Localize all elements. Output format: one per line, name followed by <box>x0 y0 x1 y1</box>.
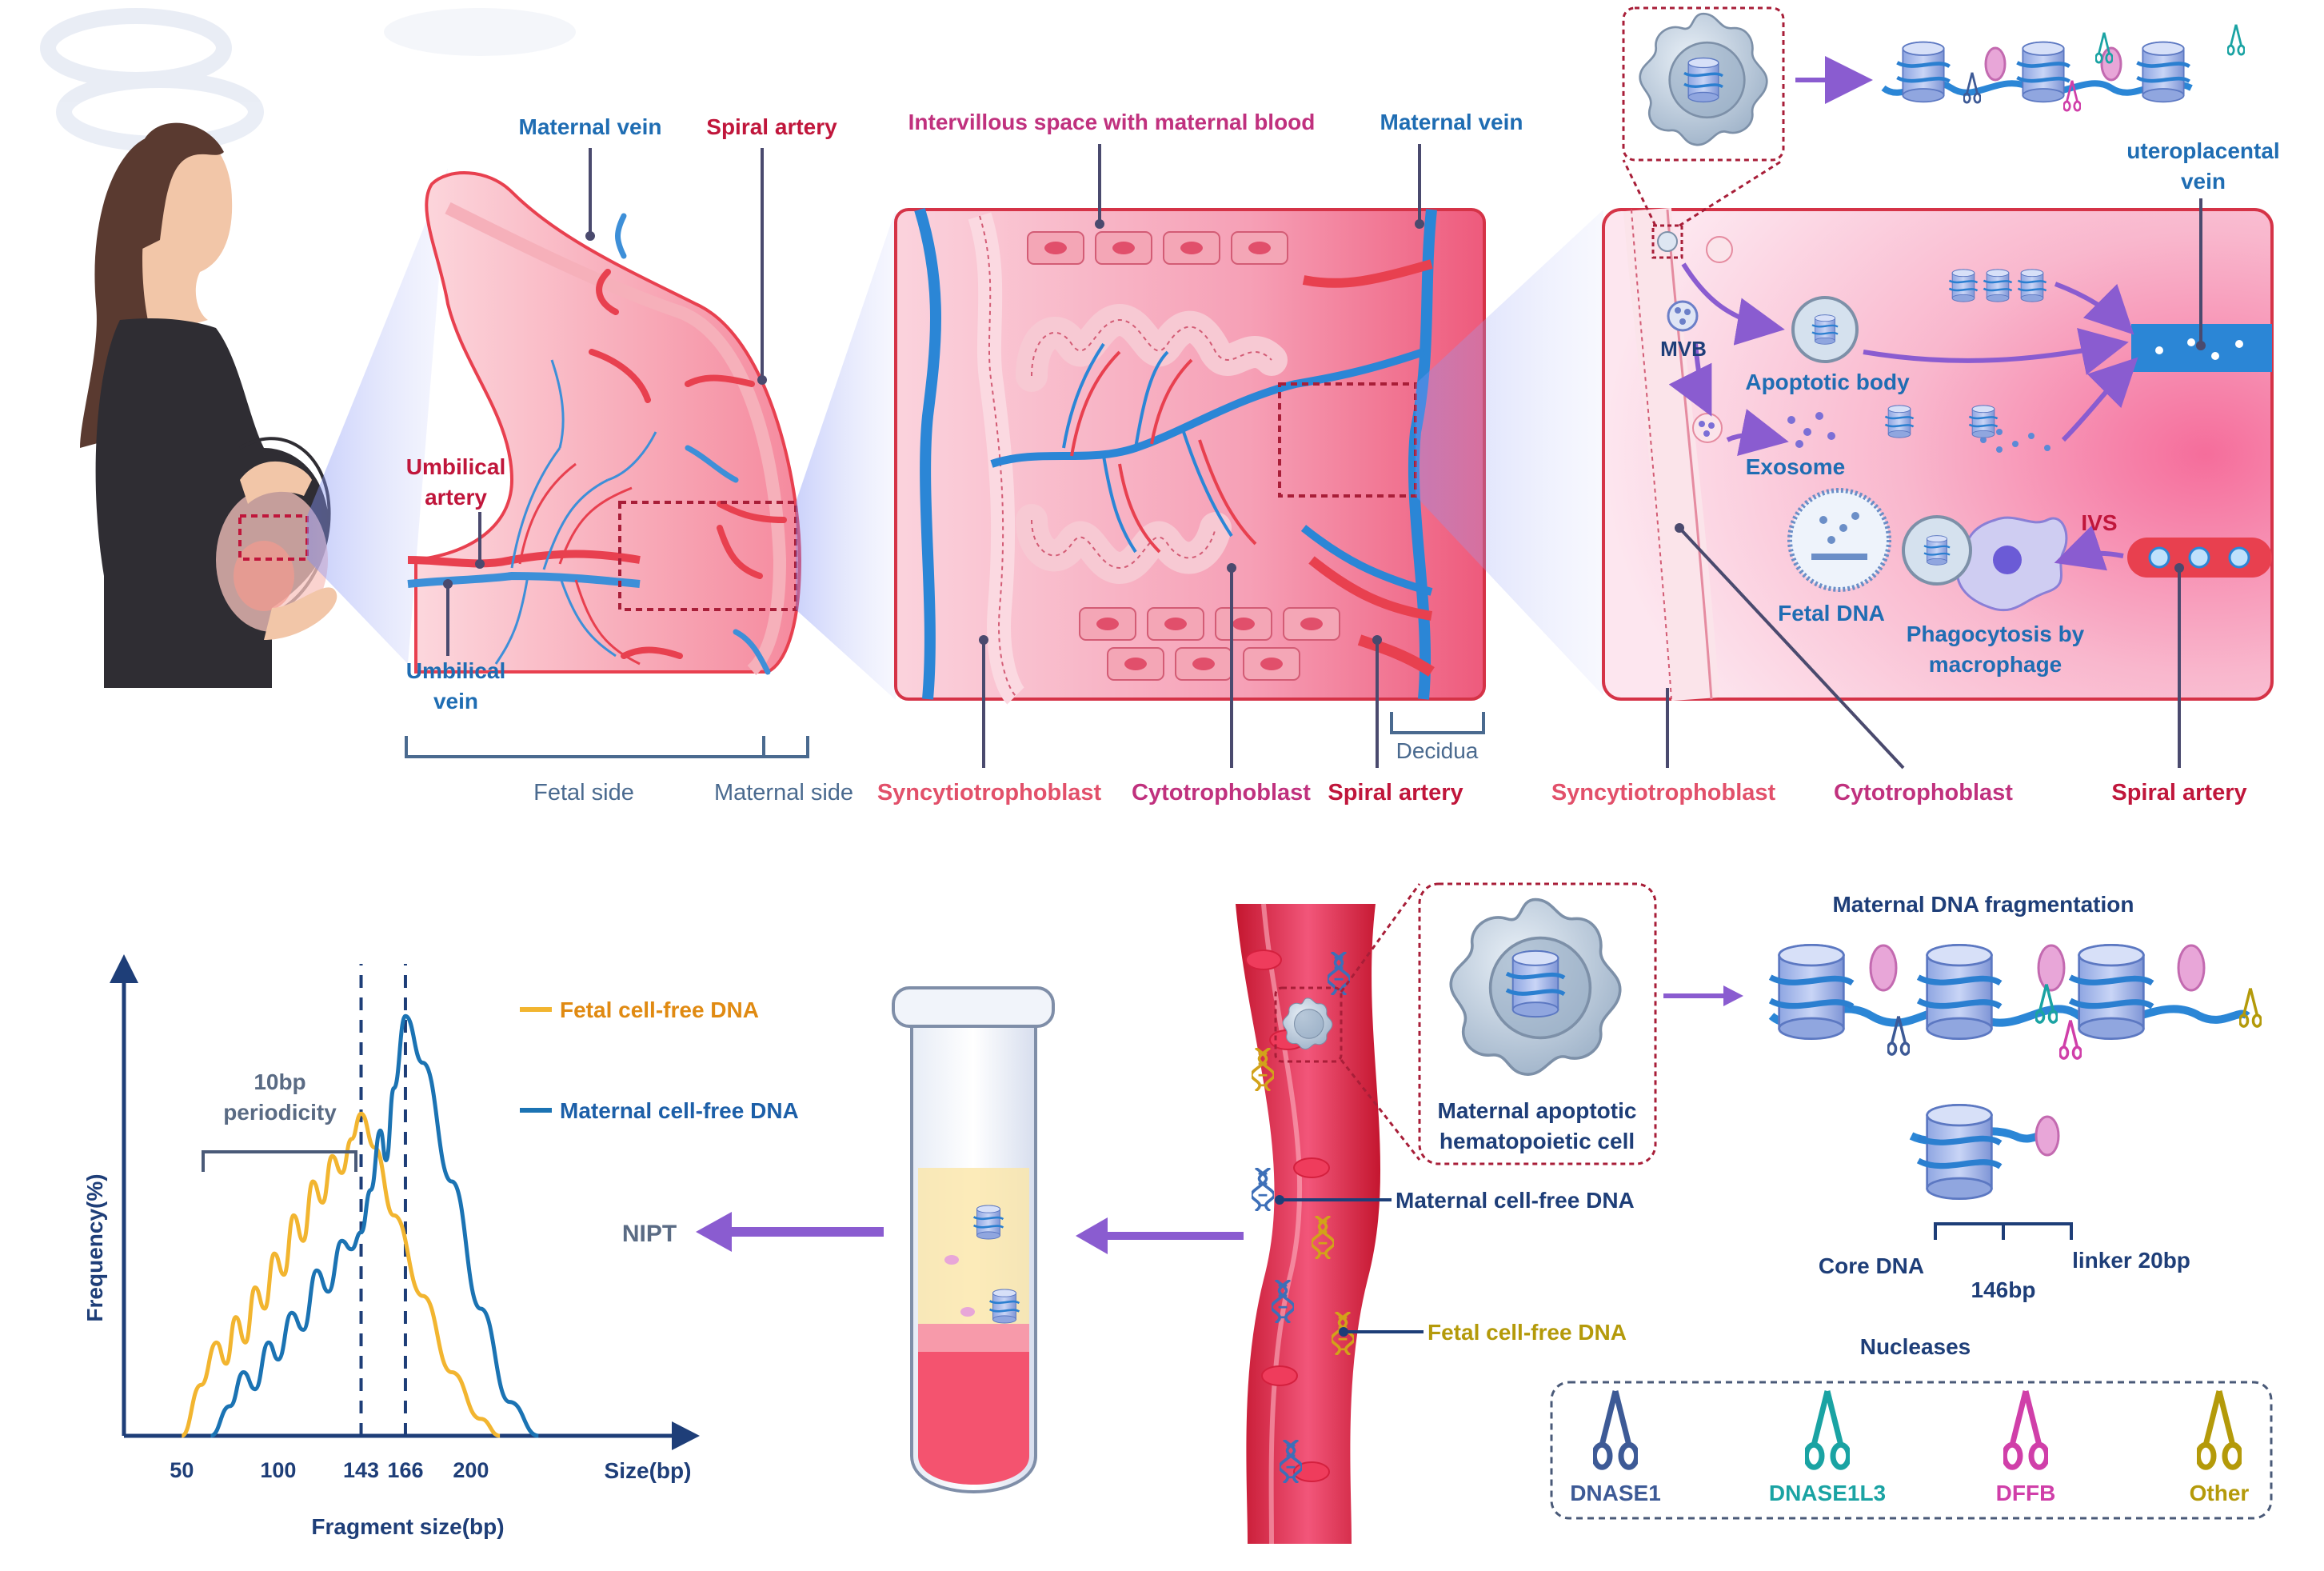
label-intervillous: Intervillous space with maternal blood <box>908 110 1316 134</box>
scissor-icon <box>2004 1391 2046 1467</box>
scissor-icon <box>1806 1391 1848 1467</box>
chart-series-fetal <box>181 1111 501 1438</box>
nipt-arrow-head <box>696 1212 732 1252</box>
label-cyto-mid: Cytotrophoblast <box>1132 780 1311 805</box>
chart-x-tick-166: 166 <box>387 1458 423 1482</box>
label-maternal-apoptotic-1: Maternal apoptotic <box>1438 1098 1637 1123</box>
chart-x-tick-200: 200 <box>453 1458 489 1482</box>
scissor-icon <box>1594 1391 1636 1467</box>
top-inset <box>1622 6 2245 227</box>
nuclease-label: DNASE1 <box>1570 1481 1661 1505</box>
chart-y-axis-arrow <box>110 954 138 983</box>
label-spiral-artery-right: Spiral artery <box>2111 780 2246 805</box>
maternal-fragmentation: Maternal DNA fragmentation <box>1771 892 2262 1060</box>
label-ivs: IVS <box>2081 510 2117 535</box>
chart-series <box>181 1013 539 1438</box>
label-syncytio-right: Syncytiotrophoblast <box>1551 780 1776 805</box>
label-146bp: 146bp <box>1971 1277 2036 1302</box>
label-maternal-apoptotic-2: hematopoietic cell <box>1440 1129 1635 1153</box>
chart-x-tick-143: 143 <box>343 1458 379 1482</box>
label-maternal-vein-left: Maternal vein <box>519 114 662 139</box>
label-cyto-right: Cytotrophoblast <box>1834 780 2013 805</box>
label-nucleases: Nucleases <box>1860 1334 1971 1359</box>
label-phagocytosis-2: macrophage <box>1929 652 2062 677</box>
label-phagocytosis-1: Phagocytosis by <box>1907 622 2085 646</box>
fragment-size-chart: 50 100 143 166 200 10bp periodicity Fetal ce… <box>82 954 799 1539</box>
label-fetal-side: Fetal side <box>533 780 634 805</box>
label-maternal-side: Maternal side <box>714 780 853 805</box>
legend-fetal: Fetal cell-free DNA <box>560 997 759 1022</box>
label-umbilical-artery-1: Umbilical <box>406 454 505 479</box>
placenta-cross-section <box>407 171 802 675</box>
label-syncytio-mid: Syncytiotrophoblast <box>877 780 1102 805</box>
label-exosome: Exosome <box>1746 454 1846 479</box>
zoom-beam-2 <box>796 210 896 700</box>
background-decor <box>40 8 576 152</box>
zoom-beam-3 <box>1416 210 1603 696</box>
pregnant-woman-illustration <box>80 122 337 688</box>
zoom-beam-1 <box>307 168 448 664</box>
nuclease-label: DFFB <box>1996 1481 2056 1505</box>
nuclease-dffb: DFFB <box>1996 1391 2056 1505</box>
label-uteroplacental-2: vein <box>2181 169 2226 194</box>
nuclease-label: Other <box>2190 1481 2250 1505</box>
blood-vessel <box>1236 903 1424 1545</box>
label-umbilical-vein-2: vein <box>433 689 478 714</box>
chart-x-tick-50: 50 <box>170 1458 194 1482</box>
label-nipt: NIPT <box>622 1221 677 1247</box>
label-fetal-cfdna-vessel: Fetal cell-free DNA <box>1428 1320 1627 1345</box>
chart-ticks: 50 100 143 166 200 <box>170 1458 489 1482</box>
chart-axes <box>110 954 700 1450</box>
nuclease-dnase1: DNASE1 <box>1570 1391 1661 1505</box>
cfdna-release-labels: MVB Apoptotic body Exosome IVS Fetal DNA… <box>1551 138 2280 805</box>
label-spiral-artery-top: Spiral artery <box>706 114 837 139</box>
label-maternal-vein-mid: Maternal vein <box>1380 110 1523 134</box>
label-spiral-artery-mid: Spiral artery <box>1328 780 1463 805</box>
chart-xlabel: Fragment size(bp) <box>311 1514 504 1539</box>
label-uteroplacental-1: uteroplacental <box>2126 138 2279 163</box>
placenta-labels: Maternal vein Spiral artery Umbilical ar… <box>405 114 853 805</box>
chart-annotation-2: periodicity <box>223 1100 337 1125</box>
vessel-to-tube-arrow-head <box>1076 1217 1108 1254</box>
label-mvb: MVB <box>1660 337 1707 361</box>
blood-tube <box>892 986 1055 1493</box>
periodicity-bracket <box>202 1150 357 1172</box>
nuclease-other: Other <box>2190 1391 2250 1505</box>
chart-reference-lines <box>359 964 407 1436</box>
label-maternal-fragmentation: Maternal DNA fragmentation <box>1832 892 2134 917</box>
villi-labels: Intervillous space with maternal blood M… <box>877 110 1523 805</box>
nuclease-dnase1l3: DNASE1L3 <box>1769 1391 1886 1505</box>
label-linker: linker 20bp <box>2072 1248 2190 1273</box>
chart-x-tick-100: 100 <box>260 1458 296 1482</box>
chart-x-axis-label: Size(bp) <box>605 1458 692 1483</box>
chart-annotation-1: 10bp <box>254 1069 305 1094</box>
nucleosome-structure: Core DNA 146bp linker 20bp <box>1819 1105 2190 1302</box>
label-maternal-cfdna-vessel: Maternal cell-free DNA <box>1396 1188 1635 1213</box>
label-umbilical-vein-1: Umbilical <box>406 658 505 683</box>
label-apoptotic-body: Apoptotic body <box>1745 370 1910 394</box>
legend-maternal: Maternal cell-free DNA <box>560 1098 799 1123</box>
nuclease-label: DNASE1L3 <box>1769 1481 1886 1505</box>
label-core-dna: Core DNA <box>1819 1253 1924 1278</box>
scissor-icon <box>2198 1391 2240 1467</box>
fragmentation-arrow-head <box>1723 985 1743 1006</box>
label-fetal-dna: Fetal DNA <box>1778 601 1885 626</box>
maternal-apoptotic-inset: Maternal apoptotic hematopoietic cell <box>1340 882 1657 1165</box>
nucleases-legend: Nucleases DNASE1 DNASE1L3 DFFB Other <box>1550 1334 2273 1520</box>
label-decidua: Decidua <box>1396 738 1479 763</box>
villi-panel <box>894 207 1486 705</box>
chart-x-axis-arrow <box>672 1421 700 1450</box>
label-umbilical-artery-2: artery <box>425 485 487 510</box>
chart-series-maternal <box>210 1013 539 1438</box>
chart-ylabel: Frequency(%) <box>82 1173 107 1321</box>
